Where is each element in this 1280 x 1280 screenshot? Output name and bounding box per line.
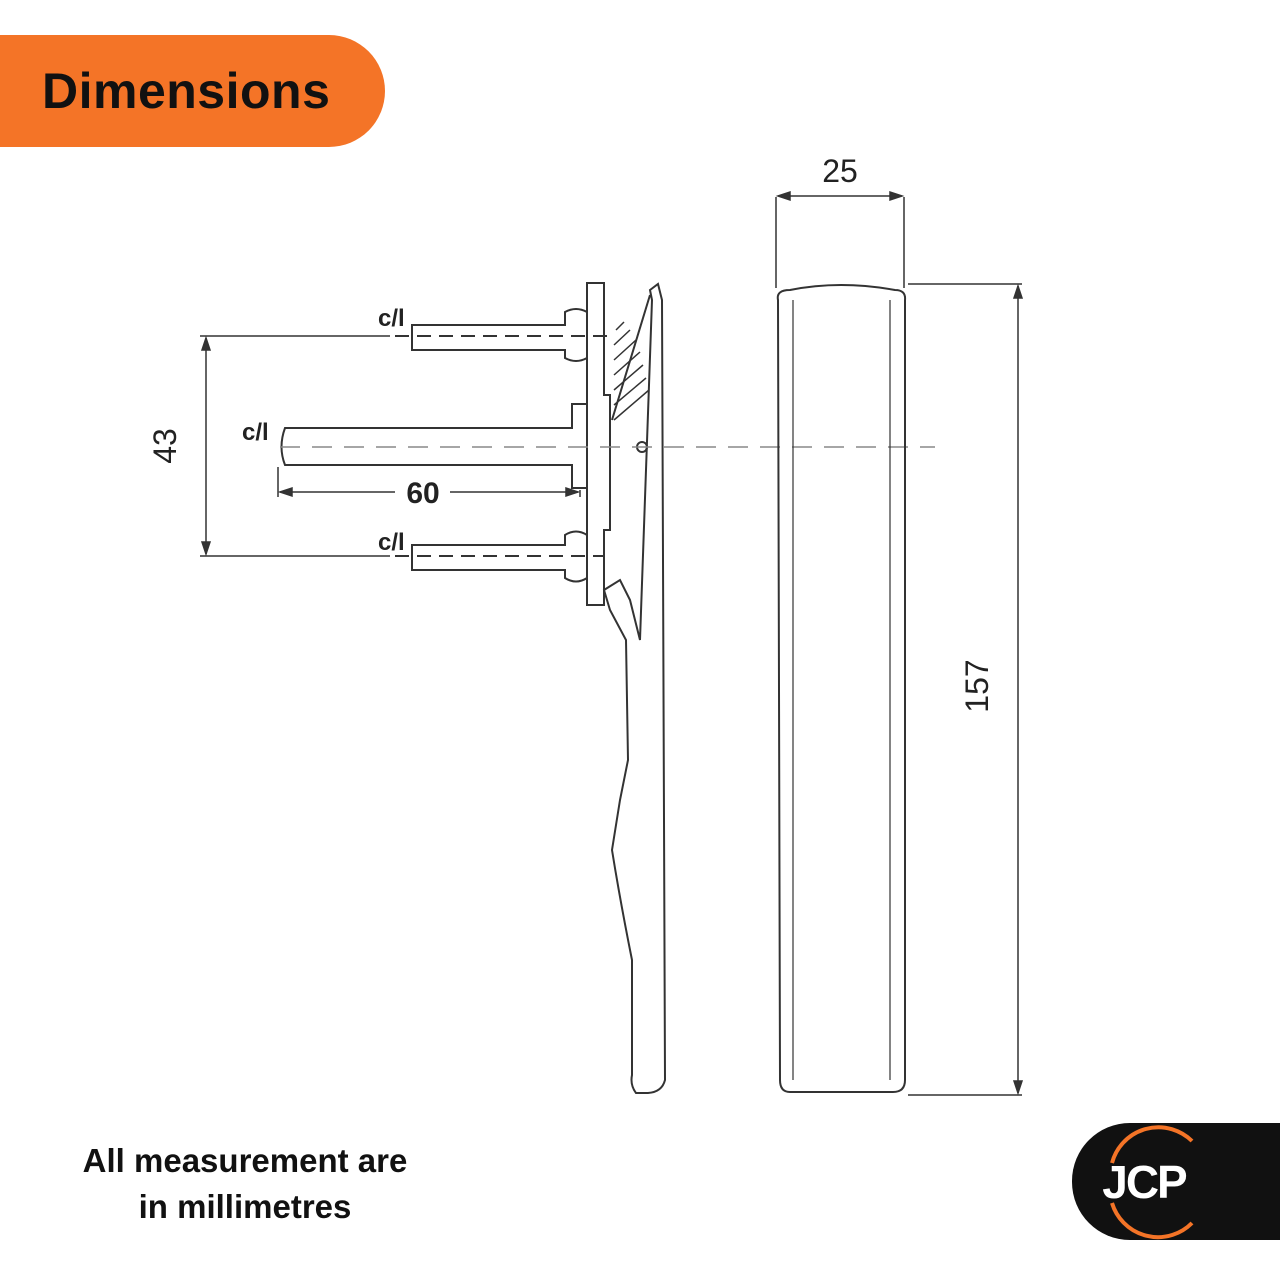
width-dimension-label: 25 (822, 153, 858, 189)
logo-mark: JCP (1102, 1125, 1194, 1240)
page-title: Dimensions (42, 63, 331, 119)
units-note: All measurement are in millimetres (30, 1138, 460, 1230)
units-note-line-2: in millimetres (138, 1188, 352, 1225)
front-view-outline (776, 284, 907, 1093)
header-tab: Dimensions (0, 35, 385, 147)
spindle (280, 403, 588, 489)
handle-profile (602, 282, 667, 1094)
spindle-length-label: 60 (406, 477, 439, 510)
centre-line-label-top: c/l (378, 305, 405, 332)
fixing-centres-label: 43 (147, 428, 183, 464)
centre-line-label-middle: c/l (242, 419, 269, 446)
back-plate (586, 282, 611, 606)
bottom-fixing-bolt (411, 530, 588, 583)
brand-logo: JCP (1072, 1123, 1280, 1240)
logo-text: JCP (1102, 1156, 1187, 1208)
centre-line-label-bottom: c/l (378, 529, 405, 556)
top-fixing-bolt (411, 308, 588, 362)
height-dimension-label: 157 (959, 659, 995, 712)
units-note-line-1: All measurement are (82, 1142, 408, 1179)
